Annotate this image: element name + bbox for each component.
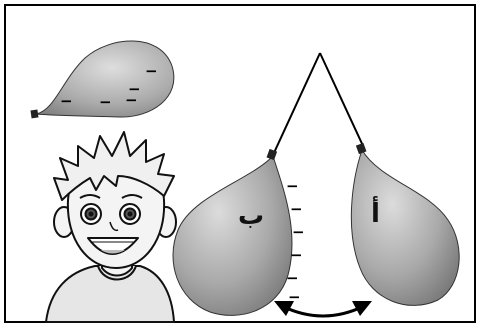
balloon-a-label: أ [371,196,380,229]
charge-sign: − [99,93,112,111]
charge-sign: − [145,62,158,80]
boy-illustration [46,132,176,322]
charge-sign: − [125,91,138,109]
charge-sign: − [292,223,305,241]
balloon-b-label: ب [238,201,264,231]
charge-sign: − [290,246,303,264]
charge-sign: − [290,200,303,218]
charge-sign: − [60,92,73,110]
charge-sign: − [286,177,299,195]
charge-sign: − [286,269,299,287]
